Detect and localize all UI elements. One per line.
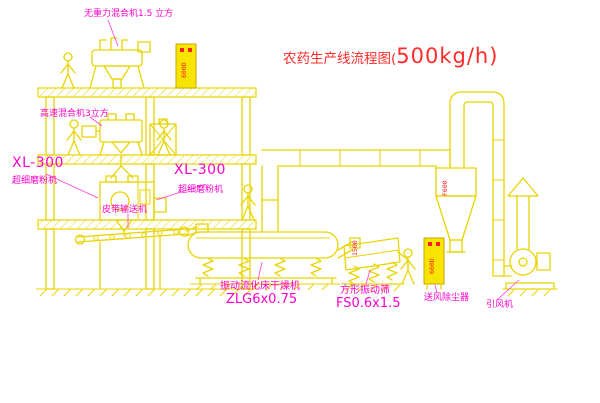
belt-conveyor — [74, 226, 199, 290]
gravity-mixer — [89, 37, 151, 89]
cabinet-bottom-tag: 600D — [428, 258, 436, 274]
label-mill-left-name: 超细磨粉机 — [12, 176, 58, 186]
feeder-bin — [149, 118, 177, 156]
label-dryer-name: 振动流化床干燥机 — [220, 281, 300, 292]
drawing-title-text: 农药生产线流程图( — [283, 51, 397, 67]
label-dryer-model: ZLG6x0.75 — [226, 292, 298, 307]
worker-ground — [400, 248, 416, 285]
control-cabinet-bottom: 600D — [423, 237, 445, 290]
label-screen-name: 方形振动筛 — [340, 285, 390, 296]
label-high-speed-mixer: 高速混合机3立方 — [40, 109, 109, 119]
label-mill-left-model: XL-300 — [12, 155, 64, 171]
vibrating-screen: 1500 — [337, 237, 409, 292]
main-duct — [261, 149, 451, 169]
worker-floor3 — [240, 184, 256, 221]
label-fan: 引风机 — [486, 300, 514, 310]
label-mill-center-name: 超细磨粉机 — [178, 185, 224, 195]
induced-draft-fan — [492, 177, 558, 297]
worker-floor2-left — [66, 119, 82, 156]
drawing-title-capacity: 500kg/h) — [396, 44, 499, 68]
label-belt-conveyor: 皮带输送机 — [102, 205, 148, 215]
cabinet-top-tag: 600D — [180, 62, 188, 78]
worker-floor2-right — [156, 119, 172, 156]
high-speed-mixer — [81, 113, 143, 156]
worker-roof — [60, 52, 76, 89]
label-screen-model: FS0.6x1.5 — [336, 296, 401, 311]
screen-feed-tag: 1500 — [351, 240, 359, 256]
label-gravity-mixer: 无重力混合机1.5 立方 — [84, 9, 174, 19]
building-frame — [36, 87, 258, 297]
drawing-title: 农药生产线流程图( 500kg/h) — [283, 44, 498, 68]
label-mill-center-model: XL-300 — [174, 162, 226, 178]
fluid-bed-dryer — [187, 165, 340, 291]
control-cabinet-top: 600D — [175, 43, 197, 89]
leader-lines — [45, 19, 520, 301]
label-dust-collector: 送风除尘器 — [424, 293, 470, 303]
cyclone-tag: F600 — [441, 180, 449, 196]
cyclone: F600 — [435, 91, 505, 277]
